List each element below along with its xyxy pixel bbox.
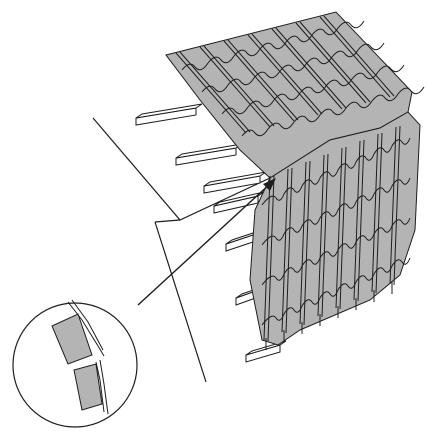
- side-sheet-surface: [249, 111, 421, 346]
- side-rib-6: [353, 140, 361, 301]
- side-rib-2-b: [285, 167, 293, 334]
- top-rib-5: [271, 28, 343, 110]
- top-rib-5-b: [275, 27, 347, 109]
- side-rib-7: [371, 133, 379, 293]
- top-course-4: [241, 86, 425, 137]
- side-sheet-courses: [261, 137, 411, 326]
- side-sheet-ribs: [263, 125, 401, 350]
- top-course-2: [201, 42, 385, 93]
- top-rib-2: [199, 46, 271, 128]
- batten-1-top: [135, 103, 203, 119]
- side-rib-3: [299, 161, 307, 325]
- top-rib-7: [319, 16, 391, 98]
- side-course-2: [261, 177, 411, 246]
- callout-arrow: [137, 178, 276, 306]
- side-rib-3-b: [303, 160, 311, 326]
- side-rib-8-b: [393, 125, 401, 286]
- detail-circle: [12, 299, 138, 428]
- detail-lower-sheet: [73, 359, 109, 415]
- top-sheet-courses: [181, 20, 425, 137]
- side-roof-sheet: [249, 111, 421, 350]
- batten-3: [203, 171, 267, 194]
- top-rib-1: [175, 52, 247, 134]
- side-rib-1: [263, 175, 271, 341]
- detail-upper-sheet: [51, 299, 105, 365]
- side-rib-6-b: [357, 139, 365, 302]
- side-rib-2: [281, 168, 289, 333]
- side-rib-5: [335, 147, 343, 309]
- side-rib-8: [389, 126, 397, 285]
- side-course-1: [261, 137, 411, 206]
- side-rib-4: [317, 154, 325, 317]
- top-battens: [135, 103, 267, 214]
- batten-2: [175, 143, 243, 166]
- top-sheet-ribs: [175, 15, 395, 134]
- roof-outline-lines: [92, 117, 271, 383]
- side-rib-1-b: [267, 174, 275, 342]
- top-rib-2-b: [203, 45, 275, 127]
- top-rib-3-b: [227, 39, 299, 121]
- side-course-3: [261, 217, 411, 286]
- side-rib-5-b: [339, 146, 347, 310]
- batten-1: [135, 103, 203, 126]
- top-rib-6: [295, 22, 367, 104]
- top-rib-4-b: [251, 33, 323, 115]
- top-course-3: [221, 64, 405, 115]
- top-rib-4: [247, 34, 319, 116]
- side-rib-4-b: [321, 153, 329, 318]
- top-course-1: [181, 20, 365, 71]
- top-roof-sheet: [165, 11, 425, 179]
- side-rib-7-b: [375, 132, 383, 294]
- side-course-4: [261, 257, 411, 326]
- top-rib-1-b: [179, 51, 251, 133]
- top-rib-7-b: [323, 15, 395, 97]
